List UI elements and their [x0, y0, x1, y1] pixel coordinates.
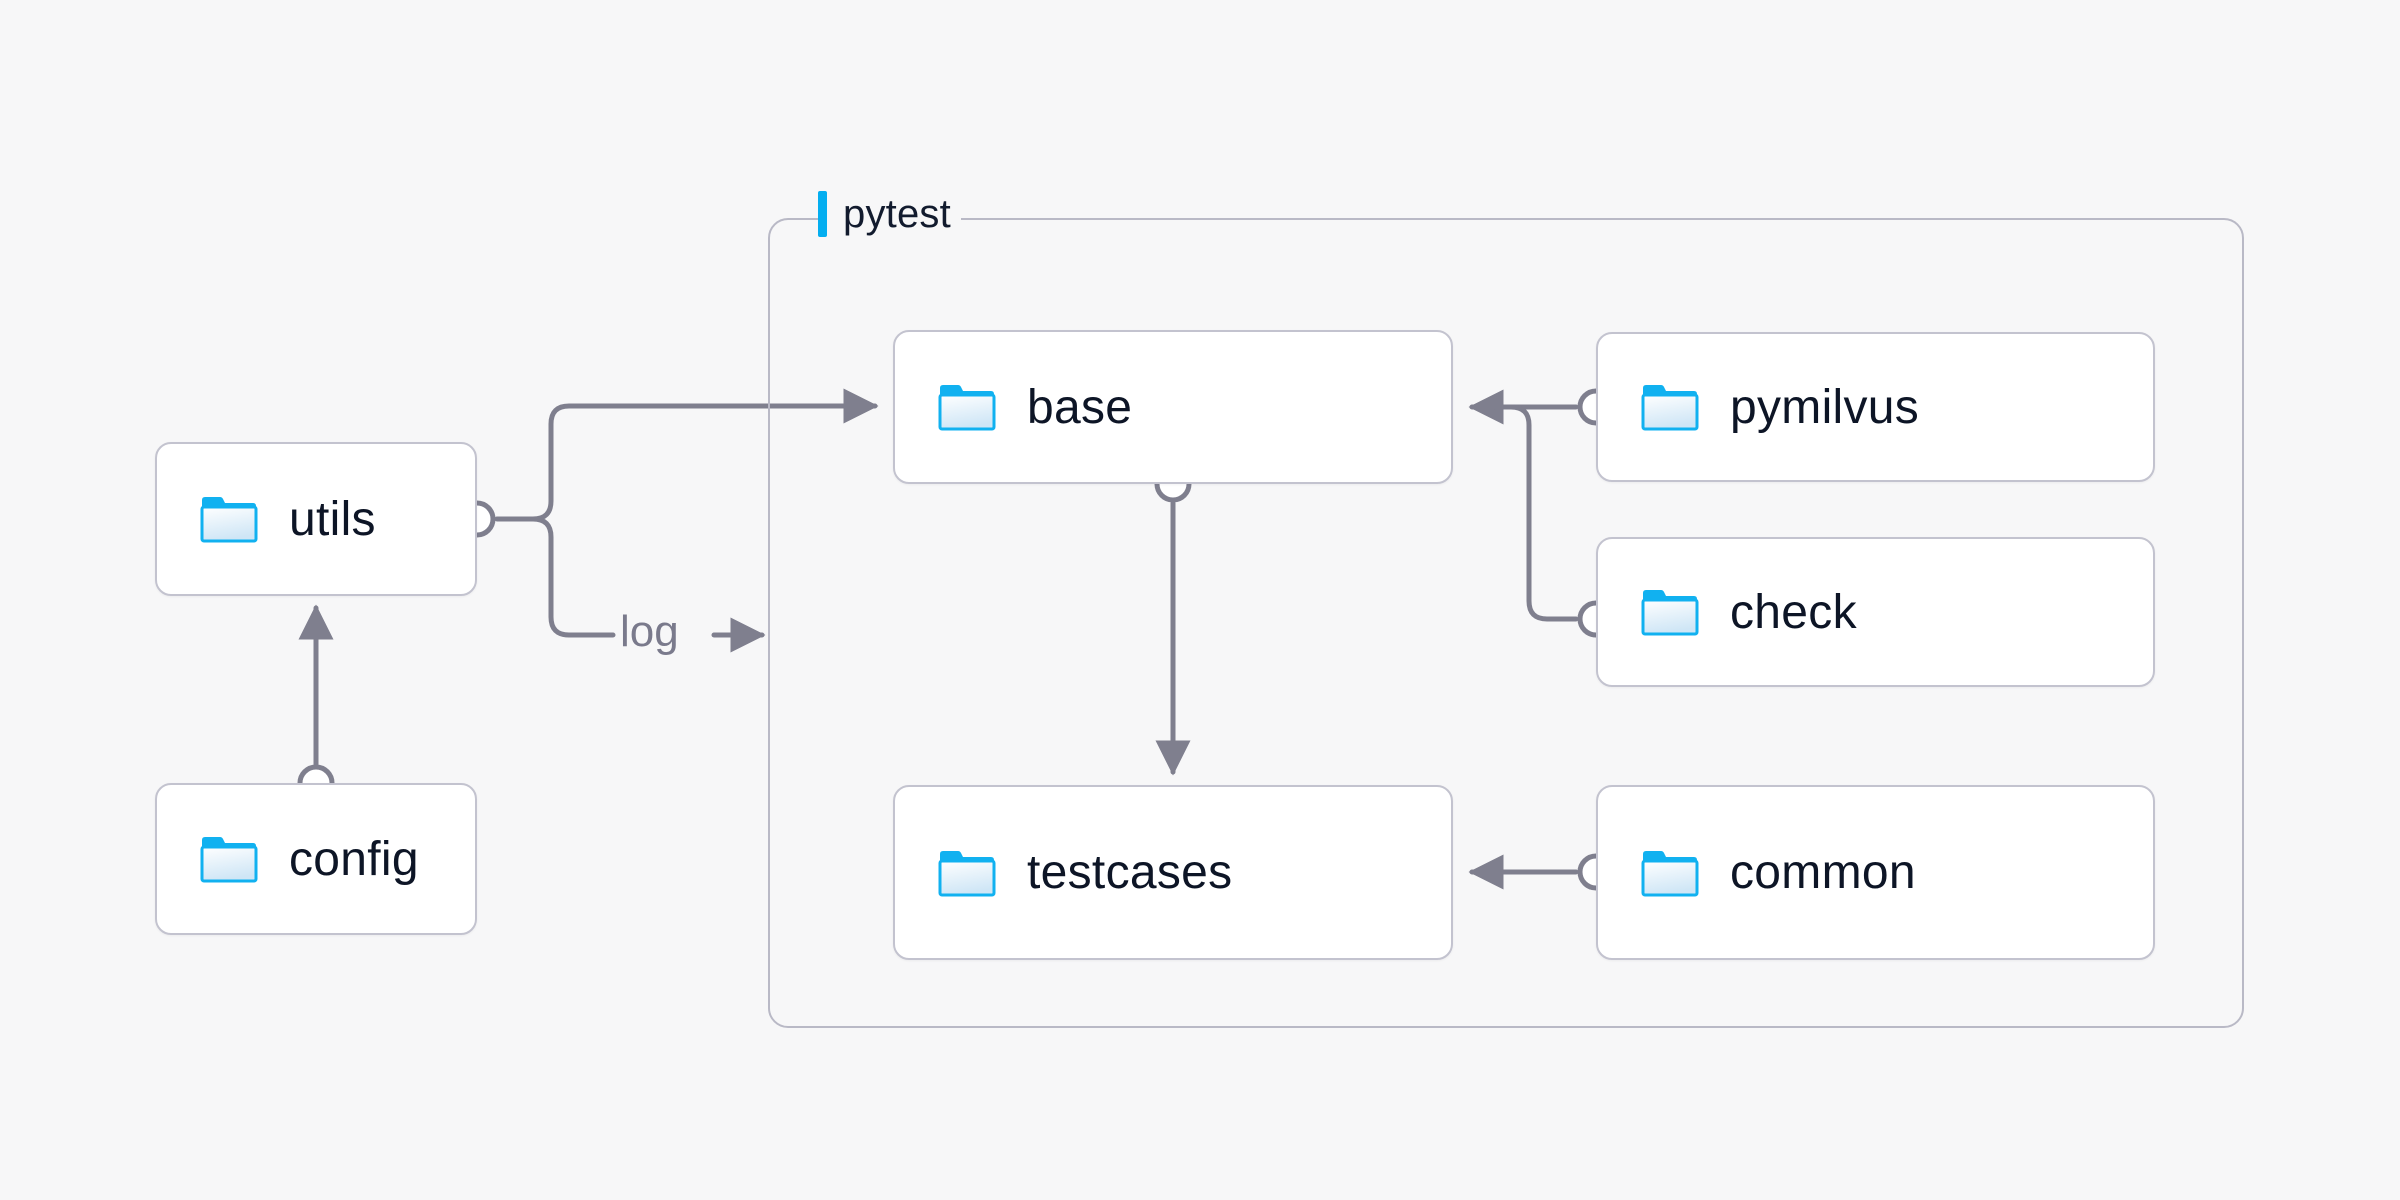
edge-utils-to-log — [530, 516, 616, 638]
group-title: pytest — [843, 191, 951, 236]
node-base[interactable]: base — [893, 330, 1453, 484]
node-check-label: check — [1730, 585, 1857, 639]
node-pymilvus[interactable]: pymilvus — [1596, 332, 2155, 482]
group-accent-bar — [818, 191, 827, 237]
node-check[interactable]: check — [1596, 537, 2155, 687]
edge-check-to-base — [1492, 404, 1579, 622]
folder-icon — [937, 848, 997, 898]
folder-icon — [1640, 848, 1700, 898]
node-config[interactable]: config — [155, 783, 477, 935]
node-base-label: base — [1027, 380, 1133, 434]
node-pymilvus-label: pymilvus — [1730, 380, 1920, 434]
folder-icon — [1640, 382, 1700, 432]
folder-icon — [1640, 587, 1700, 637]
folder-icon — [199, 834, 259, 884]
folder-icon — [937, 382, 997, 432]
node-config-label: config — [289, 832, 419, 886]
group-pytest[interactable] — [768, 218, 2244, 1028]
node-utils[interactable]: utils — [155, 442, 477, 596]
node-common[interactable]: common — [1596, 785, 2155, 960]
node-common-label: common — [1730, 846, 1916, 899]
edge-utils-to-base — [530, 388, 879, 522]
node-testcases[interactable]: testcases — [893, 785, 1453, 960]
edge-label-log: log — [620, 607, 679, 656]
group-pytest-label: pytest — [818, 190, 961, 238]
node-testcases-label: testcases — [1027, 846, 1233, 899]
folder-icon — [199, 494, 259, 544]
node-utils-label: utils — [289, 492, 376, 546]
